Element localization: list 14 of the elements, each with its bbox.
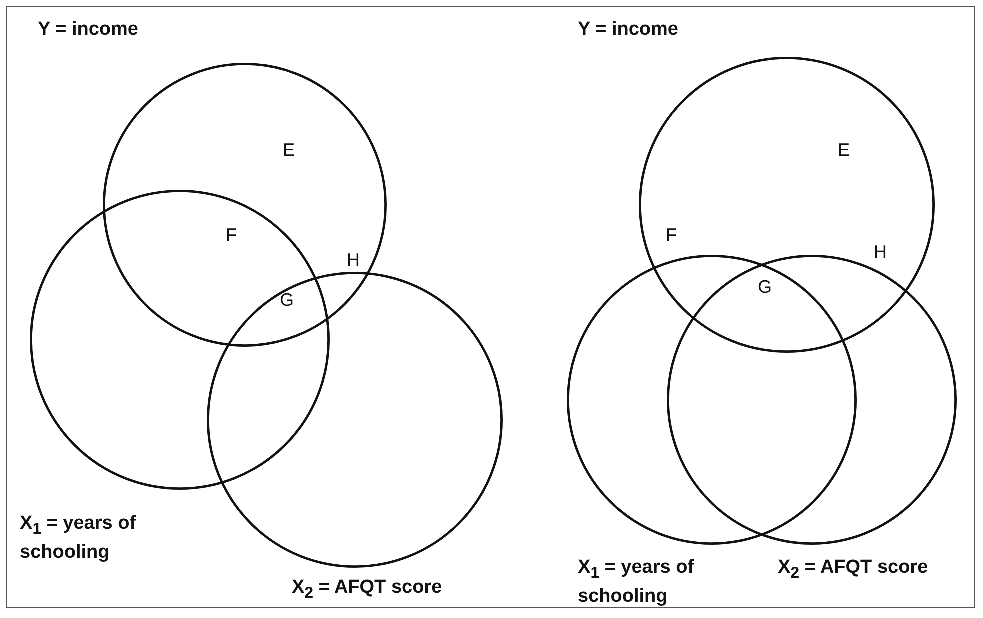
circle-label: Y = income <box>578 18 679 41</box>
region-letter: G <box>280 290 294 311</box>
circle-label: X$_{1}$ = years of schooling <box>578 556 696 608</box>
circle-label: X$_{1}$ = years of schooling <box>20 512 138 564</box>
region-letter: H <box>874 242 887 263</box>
region-letter: F <box>666 225 677 246</box>
region-letter: H <box>347 250 360 271</box>
circle-label: X$_{2}$ = AFQT score <box>778 556 928 584</box>
circle-label: Y = income <box>38 18 139 41</box>
circle-label: X$_{2}$ = AFQT score <box>292 576 442 604</box>
region-letter: E <box>283 140 296 161</box>
region-letter: G <box>758 277 772 298</box>
region-letter: F <box>226 225 237 246</box>
region-letter: E <box>838 140 850 161</box>
